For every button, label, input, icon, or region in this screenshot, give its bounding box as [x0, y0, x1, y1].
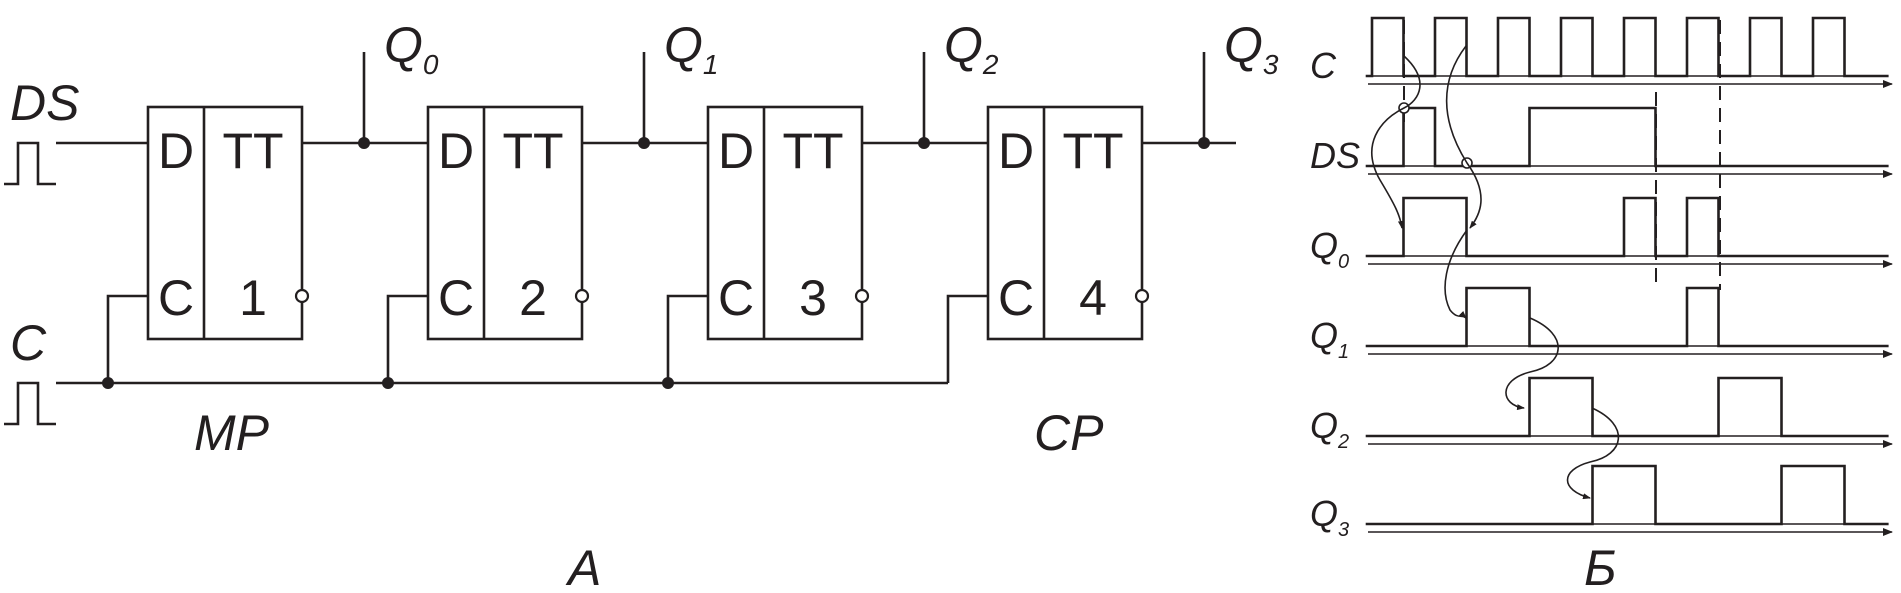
- svg-text:Q2: Q2: [944, 17, 999, 80]
- svg-text:C: C: [158, 270, 194, 326]
- svg-text:TT: TT: [502, 123, 563, 179]
- svg-text:4: 4: [1079, 270, 1107, 326]
- clock-junction-3: [662, 377, 674, 389]
- causality-arrows: [1371, 45, 1620, 500]
- svg-text:Q0: Q0: [384, 17, 439, 80]
- caption-a: А: [565, 540, 601, 593]
- c-pulse-icon: [4, 381, 56, 426]
- svg-text:Q3: Q3: [1224, 17, 1279, 80]
- flipflop-2: D TT C 2: [426, 105, 590, 341]
- svg-text:D: D: [438, 123, 474, 179]
- wave-q0: [1365, 196, 1889, 258]
- flipflop-1: D TT C 1: [146, 105, 310, 341]
- inverted-output-bubble: [574, 288, 590, 304]
- mp-note: MP: [194, 405, 270, 461]
- causality-arrow: [1444, 229, 1468, 319]
- output-label-q2: Q2: [944, 17, 999, 80]
- flipflop-4: D TT C 4: [986, 105, 1150, 341]
- flipflop-3: D TT C 3: [706, 105, 870, 341]
- wave-c: [1365, 16, 1889, 78]
- signal-label: Q1: [1310, 315, 1349, 363]
- junction-q0: [358, 137, 370, 149]
- clock-wire-4: [946, 294, 988, 383]
- causality-arrow: [1371, 55, 1421, 229]
- schematic: DS C Q0 Q1 Q2 Q3: [4, 17, 1279, 593]
- wave-q1: [1365, 286, 1889, 348]
- svg-text:2: 2: [519, 270, 547, 326]
- clock-junction-1: [102, 377, 114, 389]
- wave-ds: [1365, 106, 1889, 168]
- signal-label: Q2: [1310, 405, 1349, 453]
- inverted-output-bubble: [1134, 288, 1150, 304]
- ds-input-label: DS: [10, 75, 79, 131]
- caption-b: Б: [1584, 540, 1617, 593]
- signal-label: Q0: [1310, 225, 1349, 273]
- clock-wire-3: [666, 294, 708, 383]
- output-label-q1: Q1: [664, 17, 718, 80]
- cp-note: CP: [1034, 405, 1104, 461]
- output-label-q0: Q0: [384, 17, 439, 80]
- wave-q3: [1365, 464, 1889, 526]
- junction-q3: [1198, 137, 1210, 149]
- svg-text:C: C: [718, 270, 754, 326]
- svg-text:C: C: [438, 270, 474, 326]
- svg-text:TT: TT: [782, 123, 843, 179]
- clock-wire-2: [386, 294, 428, 383]
- output-label-q3: Q3: [1224, 17, 1279, 80]
- svg-text:TT: TT: [222, 123, 283, 179]
- clock-wire-1: [106, 294, 148, 383]
- ds-pulse-icon: [4, 141, 56, 186]
- inverted-output-bubble: [854, 288, 870, 304]
- inverted-output-bubble: [294, 288, 310, 304]
- causality-arrow: [1566, 407, 1620, 500]
- time-axes: [1368, 75, 1893, 536]
- signal-label: Q3: [1310, 493, 1349, 541]
- causality-arrow: [1445, 45, 1482, 229]
- svg-text:C: C: [998, 270, 1034, 326]
- junction-q2: [918, 137, 930, 149]
- signal-label: C: [1310, 45, 1337, 86]
- dashed-markers: [1403, 20, 1721, 290]
- svg-text:D: D: [998, 123, 1034, 179]
- svg-text:D: D: [718, 123, 754, 179]
- svg-text:Q1: Q1: [664, 17, 718, 80]
- waveforms: [1365, 16, 1889, 526]
- signal-label: DS: [1310, 135, 1360, 176]
- causality-arrow: [1505, 317, 1559, 411]
- clock-junction-2: [382, 377, 394, 389]
- svg-text:TT: TT: [1062, 123, 1123, 179]
- wave-q2: [1365, 376, 1889, 438]
- svg-text:D: D: [158, 123, 194, 179]
- svg-text:1: 1: [239, 270, 267, 326]
- c-input-label: C: [10, 315, 47, 371]
- svg-text:3: 3: [799, 270, 827, 326]
- junction-q1: [638, 137, 650, 149]
